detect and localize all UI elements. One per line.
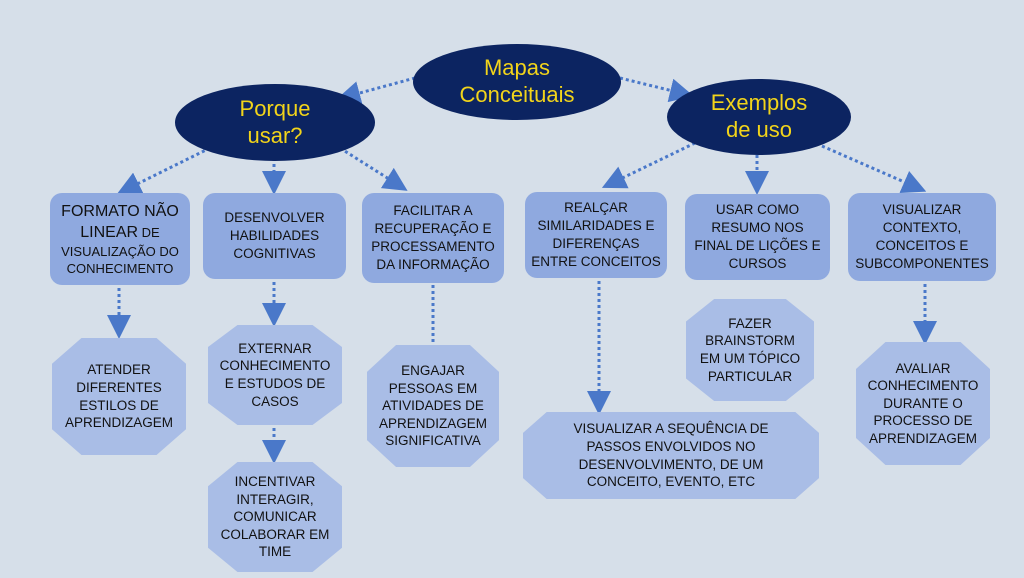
box-desenvolver-habilidades: DESENVOLVER HABILIDADES COGNITIVAS [203,193,346,279]
externar-text: EXTERNAR CONHECIMENTO E ESTUDOS DE CASOS [219,340,331,409]
box-visualizar-contexto: VISUALIZAR CONTEXTO, CONCEITOS E SUBCOMP… [848,193,996,281]
arrow-root-to-right-hub [619,76,694,103]
box-usar-como-resumo: USAR COMO RESUMO NOS FINAL DE LIÇÕES E C… [685,194,830,280]
incentivar-text: INCENTIVAR INTERAGIR, COMUNICAR COLABORA… [220,474,330,560]
octagon-fazer-brainstorm: FAZER BRAINSTORM EM UM TÓPICO PARTICULAR [686,299,814,401]
arrow-left-hub-to-facilitar [339,146,408,191]
arrow-right-hub-to-realcar [601,141,696,189]
desenvolver-text: DESENVOLVER HABILIDADES COGNITIVAS [224,210,325,261]
root-label-line-1: Mapas [483,55,551,81]
octagon-externar-conhecimento: EXTERNAR CONHECIMENTO E ESTUDOS DE CASOS [208,325,342,425]
sequencia-text: VISUALIZAR A SEQUÊNCIA DE PASSOS ENVOLVI… [573,421,769,490]
usar-resumo-text: USAR COMO RESUMO NOS FINAL DE LIÇÕES E C… [694,202,821,271]
hub-left-line-1: Porque [239,95,311,121]
octagon-atender-estilos: ATENDER DIFERENTES ESTILOS DE APRENDIZAG… [52,338,186,455]
hub-left-line-2: usar? [247,122,303,148]
fazer-text: FAZER BRAINSTORM EM UM TÓPICO PARTICULAR [699,315,801,384]
octagon-engajar-pessoas: ENGAJAR PESSOAS EM ATIVIDADES DE APRENDI… [367,345,499,467]
formato-small-text: DE VISUALIZAÇÃO DO CONHECIMENTO [61,224,179,277]
arrow-right-hub-to-visualizar-contexto [821,144,927,193]
visualizar-contexto-text: VISUALIZAR CONTEXTO, CONCEITOS E SUBCOMP… [855,202,989,271]
facilitar-text: FACILITAR A RECUPERAÇÃO E PROCESSAMENTO … [371,203,495,272]
box-realcar-similaridades: REALÇAR SIMILARIDADES E DIFERENÇAS ENTRE… [525,192,667,278]
hub-right-line-2: de uso [725,117,793,142]
formato-big-text: FORMATO NÃO LINEAR [61,202,179,241]
hub-node-porque-usar: Porque usar? [175,84,375,161]
octagon-incentivar-interagir: INCENTIVAR INTERAGIR, COMUNICAR COLABORA… [208,462,342,572]
hub-right-line-1: Exemplos [710,90,808,116]
atender-text: ATENDER DIFERENTES ESTILOS DE APRENDIZAG… [64,362,173,431]
box-formato-nao-linear: FORMATO NÃO LINEAR DE VISUALIZAÇÃO DO CO… [50,193,190,285]
hub-node-exemplos-de-uso: Exemplos de uso [667,79,851,155]
realcar-text: REALÇAR SIMILARIDADES E DIFERENÇAS ENTRE… [531,200,661,269]
octagon-visualizar-sequencia: VISUALIZAR A SEQUÊNCIA DE PASSOS ENVOLVI… [523,412,819,499]
arrow-root-to-left-hub [336,76,416,105]
root-label-line-2: Conceituais [459,82,575,107]
octagon-avaliar-conhecimento: AVALIAR CONHECIMENTO DURANTE O PROCESSO … [856,342,990,465]
arrow-left-hub-to-formato [116,146,211,195]
root-node-mapas-conceituais: Mapas Conceituais [413,44,621,120]
box-facilitar-recuperacao: FACILITAR A RECUPERAÇÃO E PROCESSAMENTO … [362,193,504,283]
avaliar-text: AVALIAR CONHECIMENTO DURANTE O PROCESSO … [867,360,979,446]
engajar-text: ENGAJAR PESSOAS EM ATIVIDADES DE APRENDI… [378,363,487,449]
